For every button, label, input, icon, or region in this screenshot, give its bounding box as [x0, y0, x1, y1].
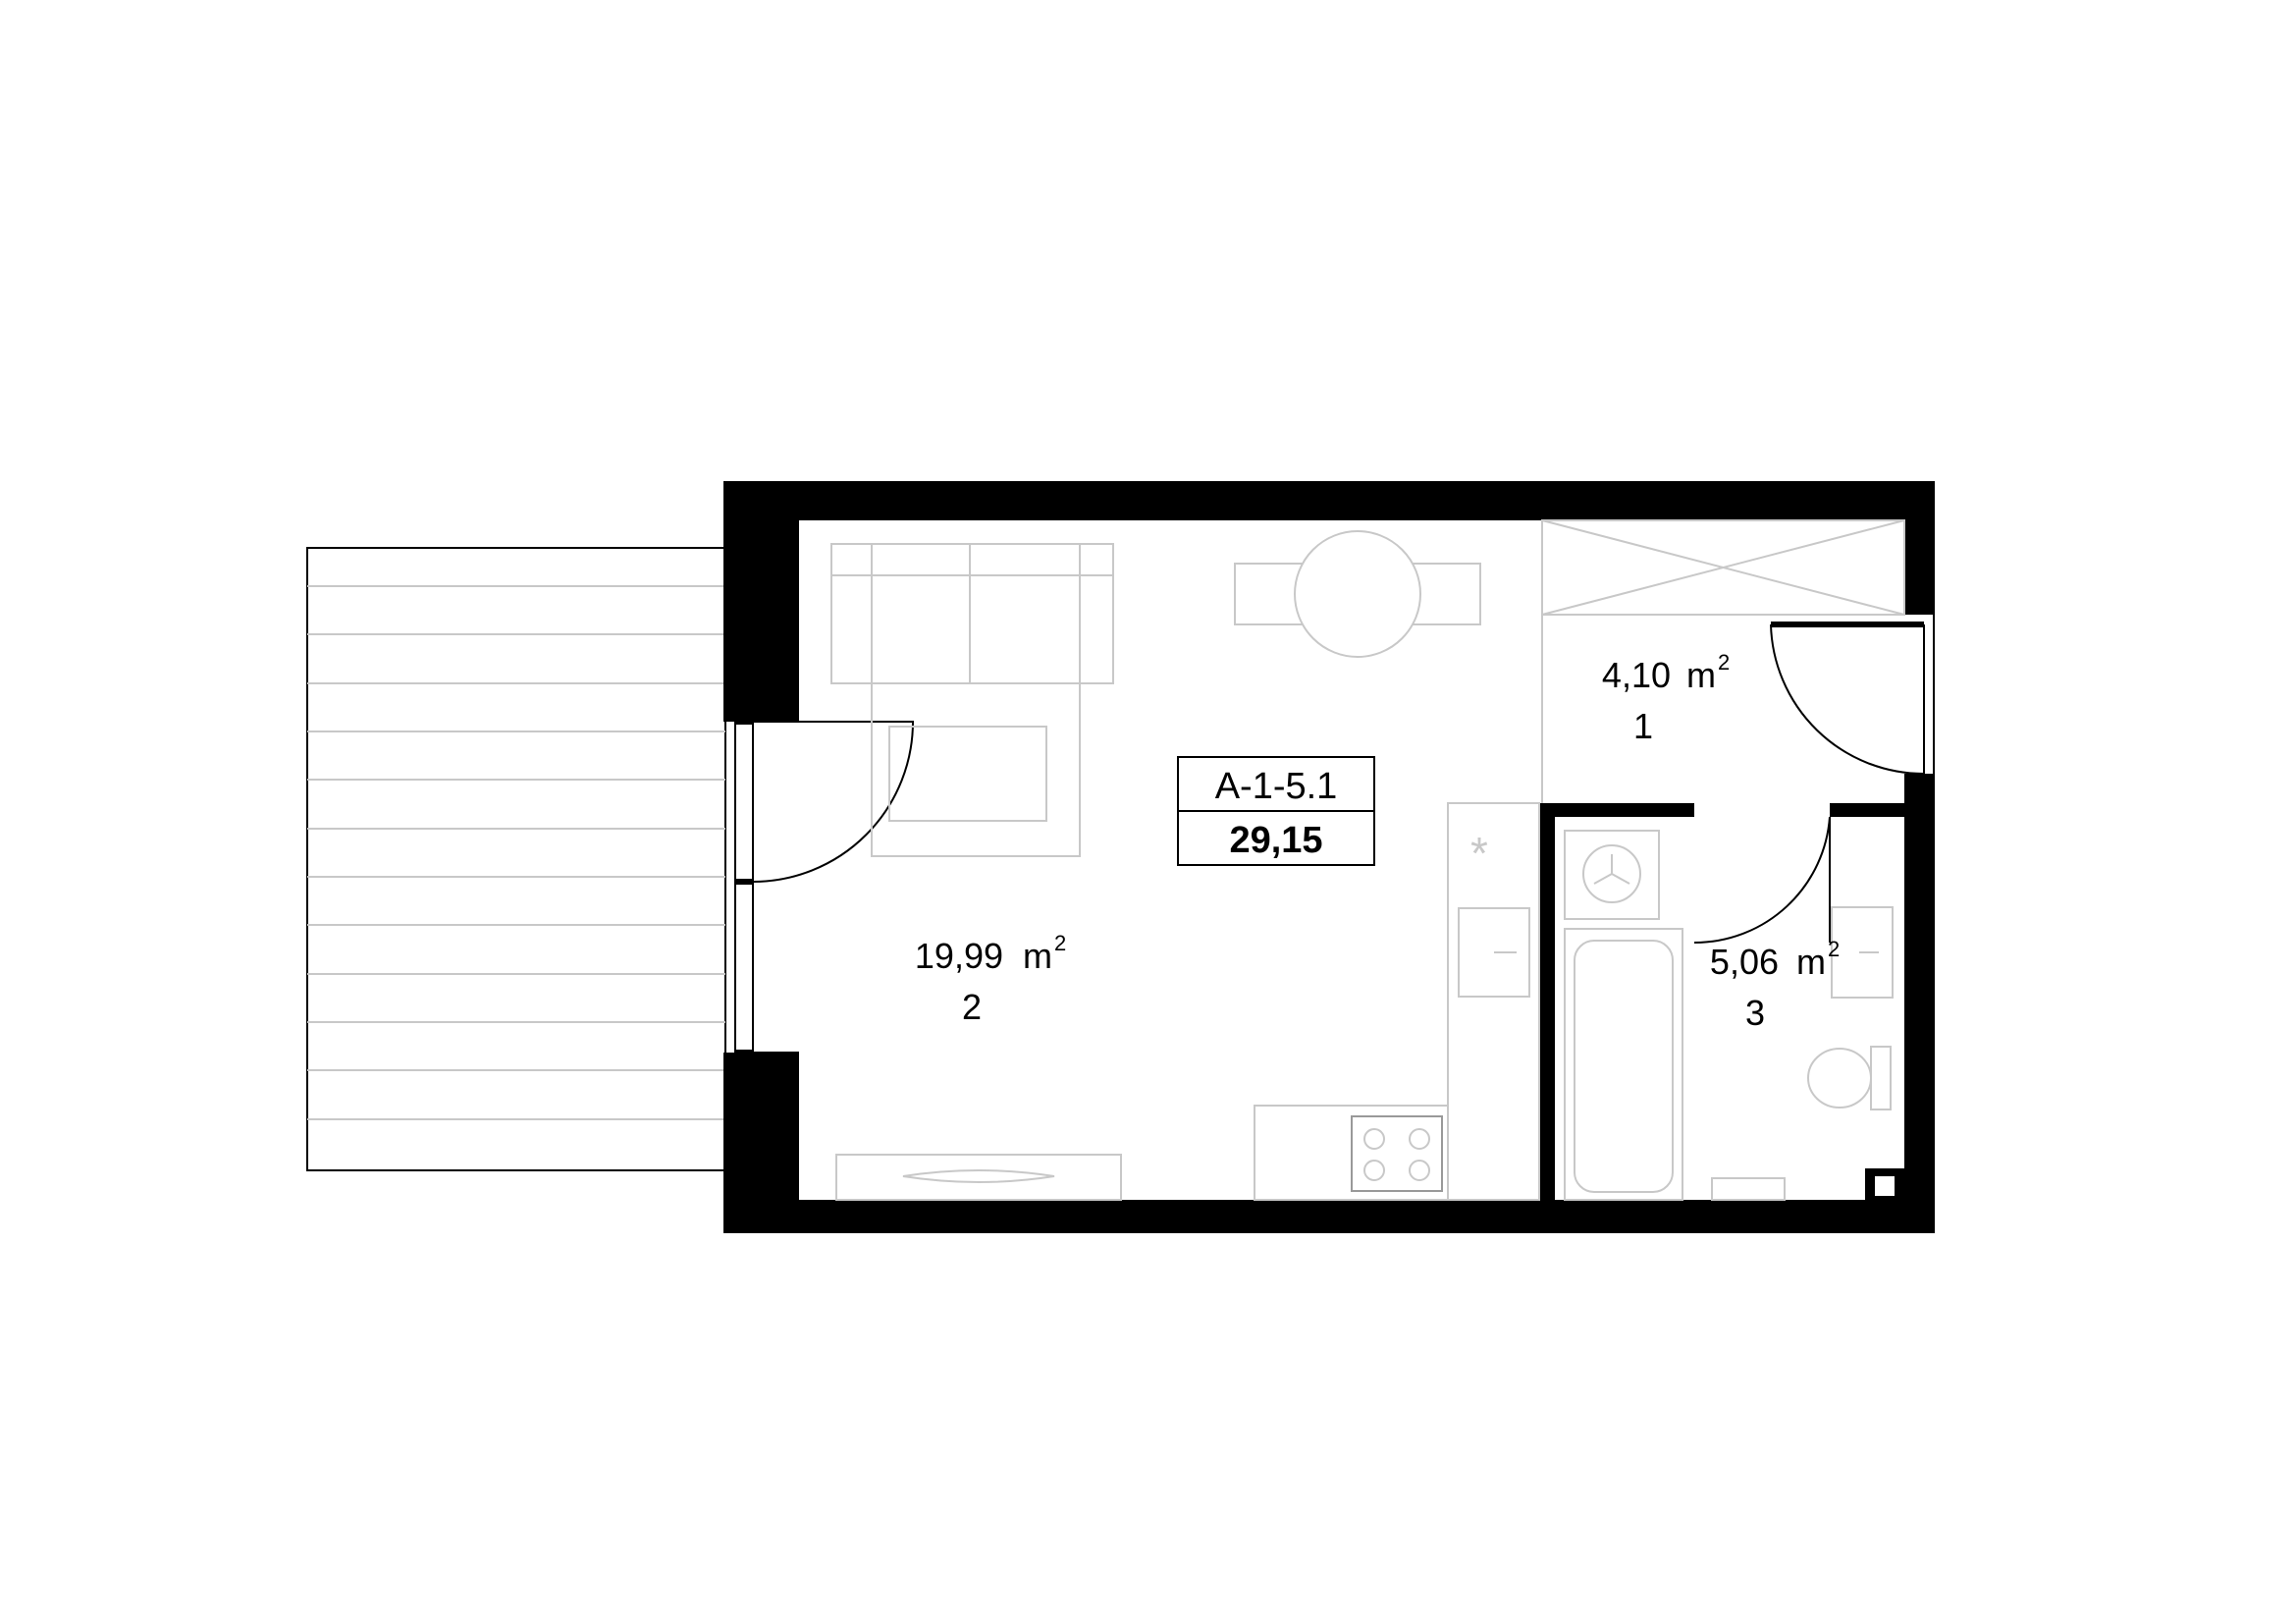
balcony	[306, 547, 726, 1171]
bathroom-fixtures	[1564, 830, 1894, 1201]
dining-table	[1234, 530, 1481, 658]
tv-stand	[835, 1154, 1122, 1201]
unit-total-area: 29,15	[1229, 820, 1322, 861]
room-1-area: 4,10	[1602, 655, 1671, 695]
room-3-unit: m	[1796, 942, 1826, 982]
room-2-unit-sup: 2	[1054, 931, 1066, 955]
balcony-door	[734, 719, 915, 1055]
room-2-label: 19,99 m 2 2	[915, 931, 1066, 1027]
room-2-number: 2	[962, 987, 982, 1027]
room-1-label: 4,10 m 2 1	[1602, 650, 1730, 746]
entrance-door	[1770, 615, 1935, 775]
room-1-unit: m	[1686, 655, 1716, 695]
room-1-number: 1	[1633, 706, 1653, 746]
outer-walls	[723, 481, 1935, 1233]
room-3-label: 5,06 m 2 3	[1710, 937, 1840, 1033]
room-3-number: 3	[1745, 993, 1765, 1033]
room-3-unit-sup: 2	[1828, 937, 1840, 961]
wardrobe	[1541, 519, 1905, 803]
room-2-area: 19,99	[915, 936, 1003, 976]
unit-label: A-1-5.1 29,15	[1177, 756, 1375, 866]
sofa	[830, 543, 1114, 857]
kitchenette: *	[1254, 802, 1540, 1201]
room-1-unit-sup: 2	[1718, 650, 1730, 675]
bathroom-door	[1693, 816, 1831, 945]
room-3-area: 5,06	[1710, 942, 1779, 982]
svg-text:*: *	[1470, 828, 1488, 879]
interior-walls	[1539, 803, 1904, 1200]
unit-code: A-1-5.1	[1215, 766, 1338, 807]
room-2-unit: m	[1023, 936, 1052, 976]
